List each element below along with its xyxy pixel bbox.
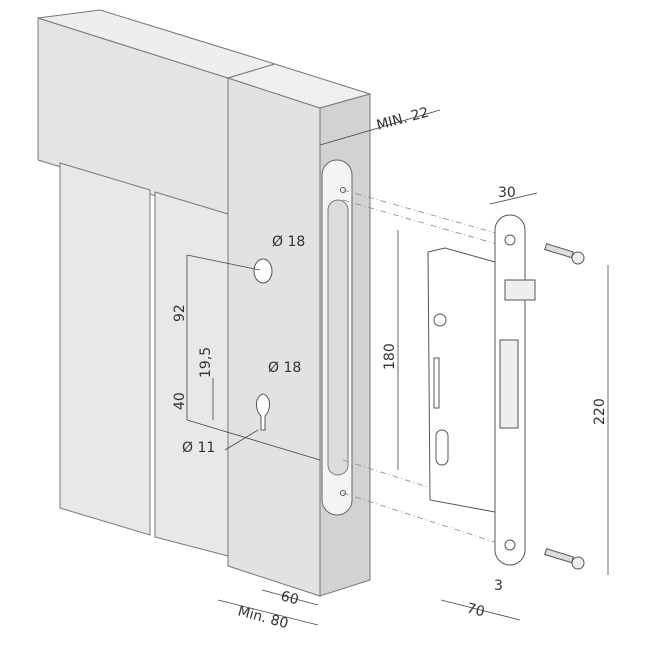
faceplate-screw-hole-top [504, 234, 516, 246]
dim-92: 92 [172, 304, 188, 322]
dim-3: 3 [494, 578, 503, 594]
deadbolt [499, 339, 519, 429]
screw-bottom-icon [544, 548, 585, 570]
dim-min-80: Min. 80 [236, 603, 290, 632]
dim-60: 60 [279, 588, 300, 608]
dim-220: 220 [592, 398, 608, 425]
dim-19-5: 19,5 [198, 347, 214, 378]
post-mortise-slot [327, 199, 349, 476]
case-guide-slot [433, 357, 440, 409]
dim-180: 180 [382, 343, 398, 370]
cylinder-slot [435, 429, 449, 466]
faceplate-screw-hole-bottom [504, 539, 516, 551]
dim-40: 40 [172, 392, 188, 410]
handle-spindle-hole [433, 313, 447, 327]
dim-30: 30 [498, 185, 516, 201]
handle-hole [253, 258, 273, 284]
dim-min-22: MIN. 22 [375, 105, 431, 134]
dim-cylinder-slot-dia: Ø 11 [182, 440, 215, 456]
gate-slat-left [59, 162, 151, 536]
dim-cylinder-hole-dia: Ø 18 [268, 360, 301, 376]
gate-slat-right [154, 191, 229, 557]
dim-70: 70 [465, 600, 486, 620]
post-front-face [227, 77, 321, 597]
cylinder-hole [256, 393, 270, 431]
dim-handle-hole-dia: Ø 18 [272, 234, 305, 250]
screw-top-icon [544, 243, 585, 265]
latch-bolt [504, 279, 536, 301]
